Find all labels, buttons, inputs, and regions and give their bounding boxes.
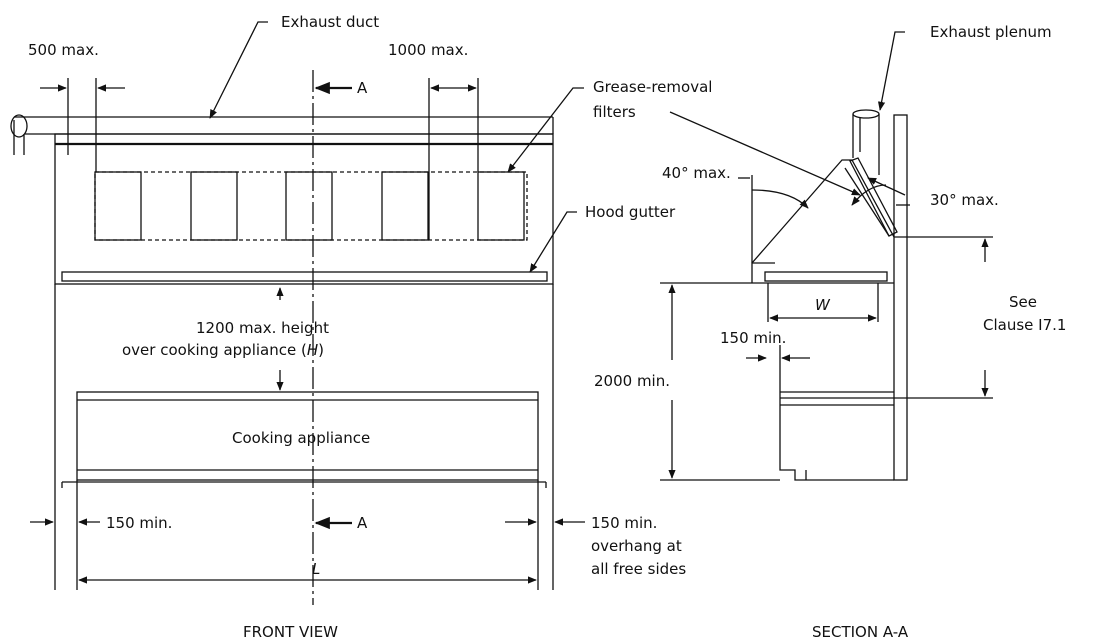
label-2000-min: 2000 min. xyxy=(594,372,670,390)
label-overhang-1: overhang at xyxy=(591,537,682,555)
section-gutter xyxy=(764,271,888,282)
label-1000-max: 1000 max. xyxy=(388,41,468,59)
label-exhaust-duct: Exhaust duct xyxy=(281,13,379,31)
label-angle-40: 40° max. xyxy=(662,164,731,182)
label-hood-gutter: Hood gutter xyxy=(585,203,676,221)
hood-gutter xyxy=(61,271,548,282)
grease-filters xyxy=(94,171,528,241)
label-angle-30: 30° max. xyxy=(930,191,999,209)
label-section-a-bottom: A xyxy=(357,514,368,532)
front-view: Exhaust duct 500 max. 1000 max. A Grease… xyxy=(10,13,712,641)
cooking-appliance xyxy=(61,391,547,488)
label-150-min-right: 150 min. xyxy=(591,514,657,532)
label-150-min-left: 150 min. xyxy=(106,514,172,532)
caption-section-aa: SECTION A-A xyxy=(812,623,909,641)
label-grease-filters-2: filters xyxy=(593,103,636,121)
exhaust-plenum xyxy=(852,109,880,175)
label-500-max: 500 max. xyxy=(28,41,99,59)
label-height-1: 1200 max. height xyxy=(196,319,329,337)
label-exhaust-plenum: Exhaust plenum xyxy=(930,23,1052,41)
section-filter xyxy=(849,157,898,237)
section-view: Exhaust plenum 40° max. 30° max. W 150 m… xyxy=(594,23,1066,641)
label-width-w: W xyxy=(815,296,831,314)
label-cooking-appliance: Cooking appliance xyxy=(232,429,370,447)
caption-front-view: FRONT VIEW xyxy=(243,623,338,641)
dim-500 xyxy=(40,78,125,172)
wall xyxy=(893,114,908,481)
label-section-a-top: A xyxy=(357,79,368,97)
label-length-l: L xyxy=(312,560,320,578)
hood-section xyxy=(751,159,895,284)
hood-body xyxy=(54,133,554,285)
label-see-2: Clause I7.1 xyxy=(983,316,1066,334)
label-150-min-section: 150 min. xyxy=(720,329,786,347)
dim-1000 xyxy=(428,78,479,240)
label-overhang-2: all free sides xyxy=(591,560,686,578)
exhaust-duct xyxy=(10,114,554,155)
section-appliance xyxy=(779,391,894,481)
label-grease-filters-1: Grease-removal xyxy=(593,78,712,96)
label-see-1: See xyxy=(1009,293,1037,311)
label-height-2: over cooking appliance (H) xyxy=(122,341,324,359)
